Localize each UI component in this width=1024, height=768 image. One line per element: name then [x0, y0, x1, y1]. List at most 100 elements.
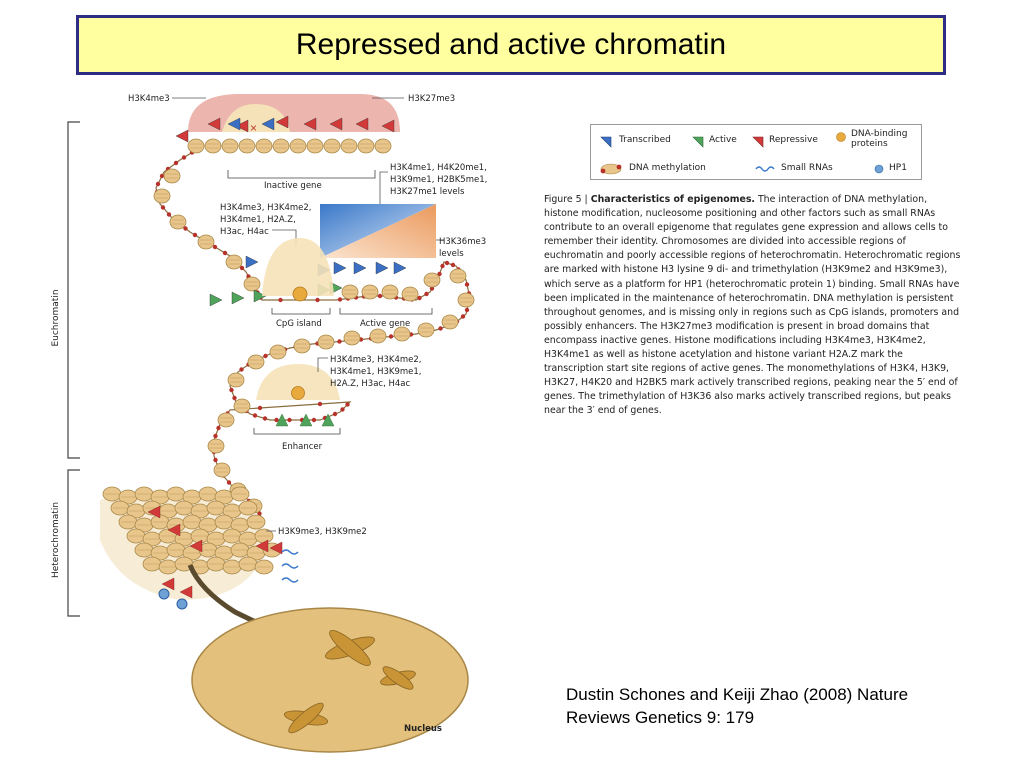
promoter-marks-line2: H3K4me1, H2A.Z, [220, 215, 296, 225]
nucleosome [341, 284, 359, 300]
citation-line1: Dustin Schones and Keiji Zhao (2008) Nat… [566, 685, 909, 704]
methylation-mark [429, 286, 435, 291]
histone-flag-icon [209, 293, 223, 307]
nucleosome [221, 138, 239, 154]
legend-dna-binding-label2: proteins [851, 139, 888, 149]
methylation-mark [417, 295, 422, 301]
hp1-icon [176, 598, 188, 610]
nucleosome [217, 412, 235, 428]
methylation-mark [181, 155, 187, 160]
methylation-mark [222, 250, 228, 256]
promoter-marks-line3: H3ac, H4ac [220, 227, 269, 237]
methylation-mark [377, 293, 383, 299]
methylation-mark [226, 480, 232, 485]
histone-flag-icon [333, 261, 347, 275]
methylation-mark [440, 263, 445, 269]
chromatin-diagram: Euchromatin Heterochromatin H3K4me3 H3K2… [51, 94, 487, 753]
nucleosome [340, 138, 358, 154]
heterochromatin-bundle [100, 486, 283, 600]
methylation-mark [388, 334, 394, 339]
citation-line2: Reviews Genetics 9: 179 [566, 708, 755, 727]
nucleosome [213, 462, 231, 478]
h3k27me3-top-label: H3K27me3 [408, 94, 455, 104]
slide-title: Repressed and active chromatin [295, 28, 727, 61]
methylation-mark [337, 339, 342, 344]
active-mark-icon [321, 413, 335, 427]
heterochromatin-label: Heterochromatin [51, 502, 61, 578]
active-gene-label: Active gene [360, 319, 410, 329]
legend-small-rnas-label: Small RNAs [781, 163, 833, 173]
chromosome-icon [380, 666, 416, 690]
repressive-mark-icon [167, 523, 181, 537]
nucleosome [449, 268, 467, 284]
methylation-mark [252, 413, 258, 418]
methylation-mark [160, 205, 166, 210]
h3k4me3-top-label: H3K4me3 [128, 94, 170, 104]
repressed-tss-mark: × [250, 121, 257, 135]
methylation-mark [257, 511, 262, 516]
dna-binding-protein-icon [292, 286, 308, 302]
chromatin-fiber [153, 115, 475, 525]
chromosome-icon [283, 702, 329, 734]
methylation-mark [173, 160, 179, 166]
enh-marks-line3: H2A.Z, H3ac, H4ac [330, 379, 410, 389]
methylation-mark [239, 265, 245, 271]
euchromatin-label: Euchromatin [51, 289, 61, 346]
mono-marks-line1: H3K4me1, H4K20me1, [390, 163, 487, 173]
methylation-mark [213, 457, 218, 463]
methylation-mark [216, 425, 221, 431]
methylation-mark [317, 401, 323, 407]
nucleosome [204, 138, 222, 154]
nucleosome [457, 292, 475, 308]
methylation-mark [337, 297, 343, 302]
slide-title-box: Repressed and active chromatin [76, 15, 946, 75]
active-mark-icon [275, 413, 289, 427]
nucleosome [269, 344, 287, 360]
methylation-mark [212, 244, 218, 250]
figure-caption: Figure 5 | Characteristics of epigenomes… [544, 193, 964, 419]
methylation-mark [239, 367, 244, 372]
active-mark-icon [299, 413, 313, 427]
mono-marks-line3: H3K27me1 levels [390, 187, 465, 197]
promoter-marks-line1: H3K4me3, H3K4me2, [220, 203, 312, 213]
methylation-mark [332, 411, 338, 417]
histone-flag-icon [353, 261, 367, 275]
nucleosome [243, 276, 261, 292]
h3k36-line2: levels [439, 249, 464, 259]
histone-flag-icon [227, 117, 241, 131]
nucleosome [225, 254, 243, 270]
histone-flag-icon [253, 289, 267, 303]
repressive-mark-icon [255, 539, 269, 553]
nucleosome [374, 138, 392, 154]
methylation-mark [232, 395, 237, 401]
nucleosome [343, 330, 361, 346]
legend-dna-binding-label1: DNA-binding [851, 129, 908, 139]
nucleus-shape [191, 607, 469, 753]
methylation-mark [444, 260, 450, 266]
legend-transcribed: Transcribed [599, 135, 671, 148]
methylation-mark [311, 417, 317, 423]
nucleosome [233, 398, 251, 414]
euchromatin-bracket: Euchromatin [51, 121, 80, 459]
promoter-open-region [262, 238, 334, 296]
methylation-mark [464, 282, 470, 287]
nucleosome [153, 188, 171, 204]
legend-repressive-label: Repressive [769, 135, 818, 145]
mono-marks-line2: H3K9me1, H2BK5me1, [390, 175, 487, 185]
nucleosome [417, 322, 435, 338]
methylation-mark [263, 353, 268, 359]
methylation-mark [340, 407, 345, 412]
nucleosome [317, 334, 335, 350]
figure-legend: Transcribed Active Repressive DNA-bindin… [590, 124, 922, 180]
legend-repressive: Repressive [751, 135, 818, 148]
legend-active: Active [691, 135, 737, 148]
legend-hp1-label: HP1 [889, 163, 907, 173]
methylation-mark [183, 226, 188, 231]
histone-flag-icon [207, 117, 221, 131]
repressive-mark-icon [189, 539, 203, 553]
methylation-mark [438, 326, 443, 331]
repressive-mark-icon [161, 577, 175, 591]
nucleosome [238, 138, 256, 154]
legend-transcribed-label: Transcribed [619, 135, 671, 145]
methylation-mark [315, 297, 320, 303]
